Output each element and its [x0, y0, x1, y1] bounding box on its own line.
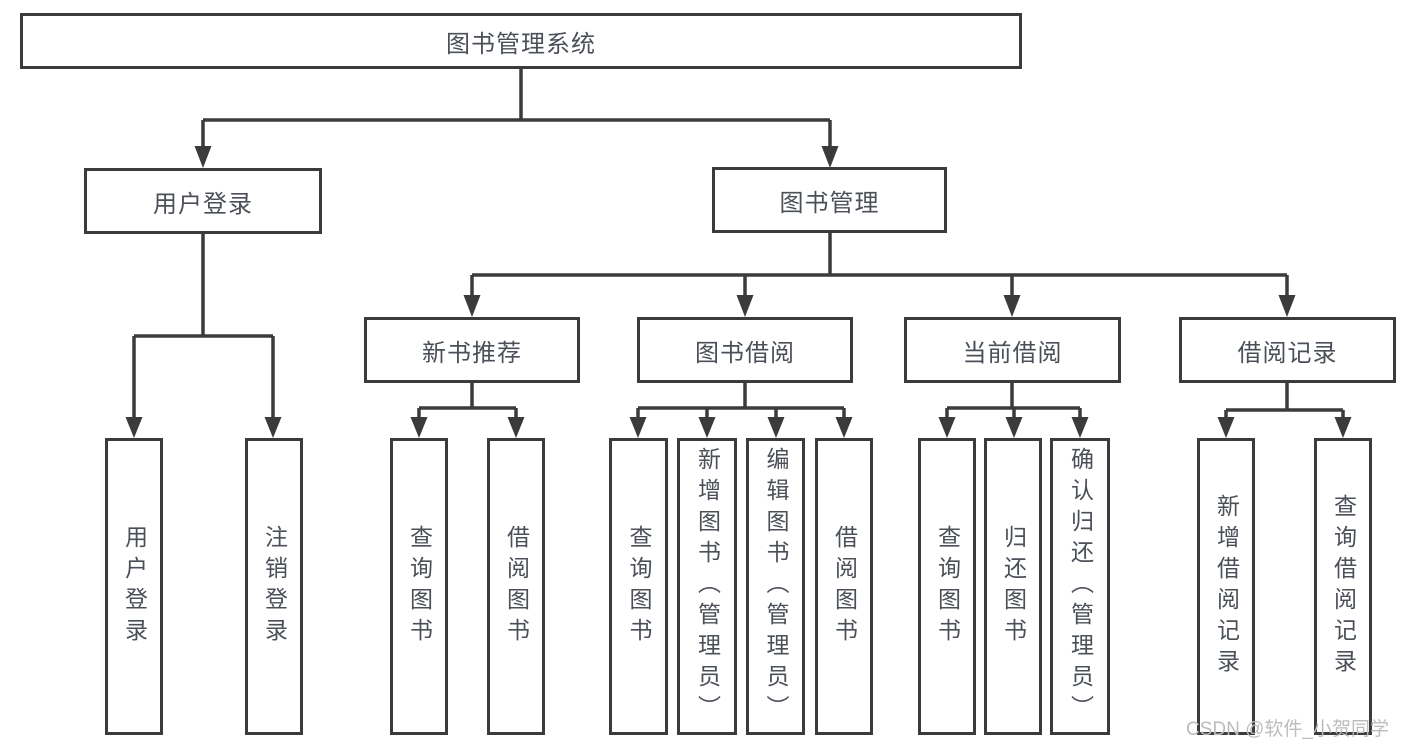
- leaf-add-borrow-record: 新增借阅记录: [1197, 438, 1255, 735]
- leaf-borrow-books-recommend: 借阅图书: [487, 438, 545, 735]
- connector-book-borrow-branch: [636, 383, 846, 420]
- leaf-confirm-return-admin: 确认归还（管理员）: [1050, 438, 1110, 735]
- leaf-add-books-admin: 新增图书（管理员）: [677, 438, 737, 735]
- connector-book-mgmt-branch: [470, 233, 1289, 297]
- connector-new-books-branch: [417, 383, 518, 420]
- leaf-user-login: 用户登录: [105, 438, 163, 735]
- leaf-return-books: 归还图书: [984, 438, 1042, 735]
- leaf-logout: 注销登录: [245, 438, 303, 735]
- csdn-watermark: CSDN @软件_小贺同学: [1186, 719, 1389, 740]
- node-current-borrowing: 当前借阅: [904, 317, 1121, 383]
- node-book-management: 图书管理: [712, 167, 947, 233]
- leaf-query-books-current: 查询图书: [918, 438, 976, 735]
- leaf-query-books-recommend: 查询图书: [390, 438, 448, 735]
- node-borrow-records: 借阅记录: [1179, 317, 1396, 383]
- node-new-book-recommend: 新书推荐: [364, 317, 580, 383]
- node-library-management-system: 图书管理系统: [20, 13, 1022, 69]
- connector-current-borrow-branch: [945, 383, 1082, 420]
- node-user-login: 用户登录: [84, 168, 322, 234]
- connector-root-branch: [201, 69, 832, 148]
- leaf-query-borrow-record: 查询借阅记录: [1314, 438, 1372, 735]
- node-book-borrowing: 图书借阅: [637, 317, 853, 383]
- leaf-query-books-borrowing: 查询图书: [609, 438, 668, 735]
- connector-user-login-branch: [132, 234, 275, 420]
- leaf-borrow-books: 借阅图书: [815, 438, 873, 735]
- connector-records-branch: [1224, 383, 1345, 420]
- leaf-edit-books-admin: 编辑图书（管理员）: [746, 438, 805, 735]
